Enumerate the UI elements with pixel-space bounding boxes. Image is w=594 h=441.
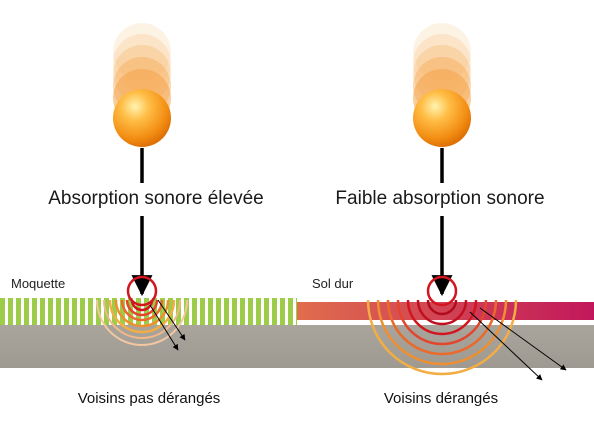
carpet-stripe	[224, 298, 229, 325]
orange-ball-icon	[113, 89, 171, 147]
carpet-stripe	[208, 298, 213, 325]
carpet-stripe	[232, 298, 237, 325]
red-circle-icon	[126, 275, 158, 307]
carpet-stripe	[56, 298, 61, 325]
ground-slab	[0, 325, 594, 368]
left-transmission-arrow-1	[149, 304, 179, 351]
carpet-stripe	[168, 298, 173, 325]
carpet-stripe	[112, 298, 117, 325]
carpet-stripe	[216, 298, 221, 325]
carpet-stripe	[136, 298, 141, 325]
carpet-stripe	[144, 298, 149, 325]
carpet-stripe	[16, 298, 21, 325]
left-transmission-arrow-2	[157, 299, 186, 341]
carpet-stripe	[88, 298, 93, 325]
carpet-stripe	[64, 298, 69, 325]
right-caption: Faible absorption sonore	[335, 188, 544, 209]
carpet-stripe	[248, 298, 253, 325]
carpet-stripe	[288, 298, 293, 325]
right-transmission-arrow-2	[479, 307, 567, 371]
carpet-stripe	[120, 298, 125, 325]
carpet-stripe	[296, 298, 297, 325]
hard-floor-surface	[297, 302, 594, 320]
carpet-stripe	[40, 298, 45, 325]
carpet-stripe	[48, 298, 53, 325]
carpet-stripe	[272, 298, 277, 325]
carpet-stripe	[160, 298, 165, 325]
carpet-stripe	[80, 298, 85, 325]
right-panel: Faible absorption sonore Sol dur Voisins…	[297, 23, 594, 407]
right-surface-label: Sol dur	[312, 276, 354, 291]
left-result-label: Voisins pas dérangés	[78, 390, 221, 407]
carpet-stripe	[280, 298, 285, 325]
right-sound-waves	[366, 300, 518, 376]
carpet-stripe	[264, 298, 269, 325]
right-transmission-arrow-1	[469, 311, 543, 381]
left-caption: Absorption sonore élevée	[48, 188, 263, 209]
orange-ball-icon	[413, 89, 471, 147]
carpet-stripe	[240, 298, 245, 325]
carpet-stripe	[0, 298, 5, 325]
carpet-stripe	[128, 298, 133, 325]
left-sound-waves	[96, 299, 188, 346]
red-circle-icon	[426, 275, 458, 307]
carpet-stripe	[192, 298, 197, 325]
carpet-stripe	[256, 298, 261, 325]
left-panel: Absorption sonore élevée Moquette Voisin…	[0, 23, 297, 407]
left-surface-label: Moquette	[11, 276, 65, 291]
carpet-stripe	[72, 298, 77, 325]
carpet-stripe	[200, 298, 205, 325]
right-result-label: Voisins dérangés	[384, 390, 498, 407]
carpet-stripe	[24, 298, 29, 325]
carpet-stripe	[8, 298, 13, 325]
carpet-stripe	[32, 298, 37, 325]
